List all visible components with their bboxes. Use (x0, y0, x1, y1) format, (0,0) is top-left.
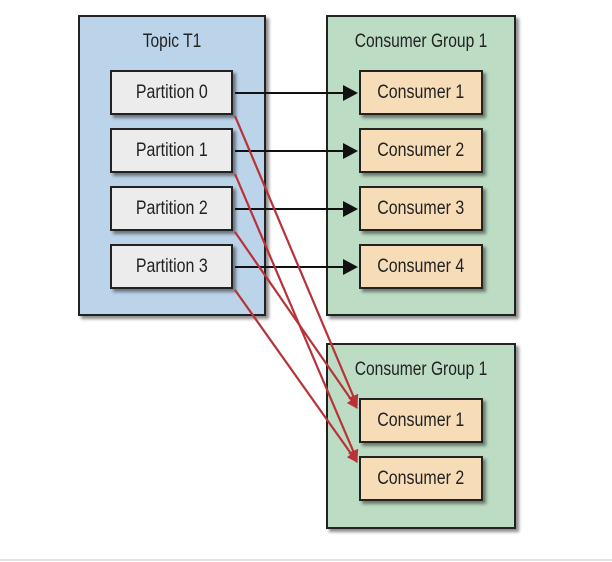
partition-3: Partition 3 (110, 244, 233, 289)
arrow-p0-to-a1-line (235, 92, 345, 94)
group-a-consumer-2: Consumer 2 (359, 128, 483, 173)
group-a-consumer-4-label: Consumer 4 (377, 255, 465, 277)
group-a-consumer-1-label: Consumer 1 (377, 81, 465, 103)
partition-2-label: Partition 2 (135, 197, 208, 219)
partition-3-label: Partition 3 (135, 255, 208, 277)
arrow-p3-to-b2 (234, 289, 358, 463)
arrow-p1-to-b2 (233, 173, 359, 462)
arrow-p1-to-a2-head (343, 143, 358, 159)
arrow-p2-to-a3-line (235, 208, 345, 210)
arrow-p0-to-b1 (233, 115, 359, 407)
partition-2: Partition 2 (110, 186, 233, 231)
group-a-consumer-3: Consumer 3 (359, 186, 483, 231)
partition-0: Partition 0 (110, 70, 233, 115)
topic-title: Topic T1 (142, 31, 202, 52)
group-a-consumer-2-label: Consumer 2 (377, 139, 465, 161)
arrow-p3-to-a4-line (235, 266, 345, 268)
group-a-consumer-1: Consumer 1 (359, 70, 483, 115)
arrow-p1-to-a2-line (235, 150, 345, 152)
consumer-group-a-title: Consumer Group 1 (354, 31, 488, 52)
consumer-group-b-title: Consumer Group 1 (354, 359, 488, 380)
arrow-p2-to-a3-head (343, 201, 358, 217)
group-a-consumer-3-label: Consumer 3 (377, 197, 465, 219)
arrow-p2-to-b1 (234, 231, 358, 409)
group-b-consumer-1-label: Consumer 1 (377, 409, 465, 431)
arrow-p3-to-a4-head (343, 259, 358, 275)
partition-1-label: Partition 1 (135, 139, 208, 161)
arrow-p0-to-a1-head (343, 85, 358, 101)
group-b-consumer-2-label: Consumer 2 (377, 467, 465, 489)
partition-1: Partition 1 (110, 128, 233, 173)
group-a-consumer-4: Consumer 4 (359, 244, 483, 289)
group-b-consumer-1: Consumer 1 (359, 398, 483, 443)
bottom-divider (0, 559, 612, 561)
group-b-consumer-2: Consumer 2 (359, 456, 483, 501)
partition-0-label: Partition 0 (135, 81, 208, 103)
